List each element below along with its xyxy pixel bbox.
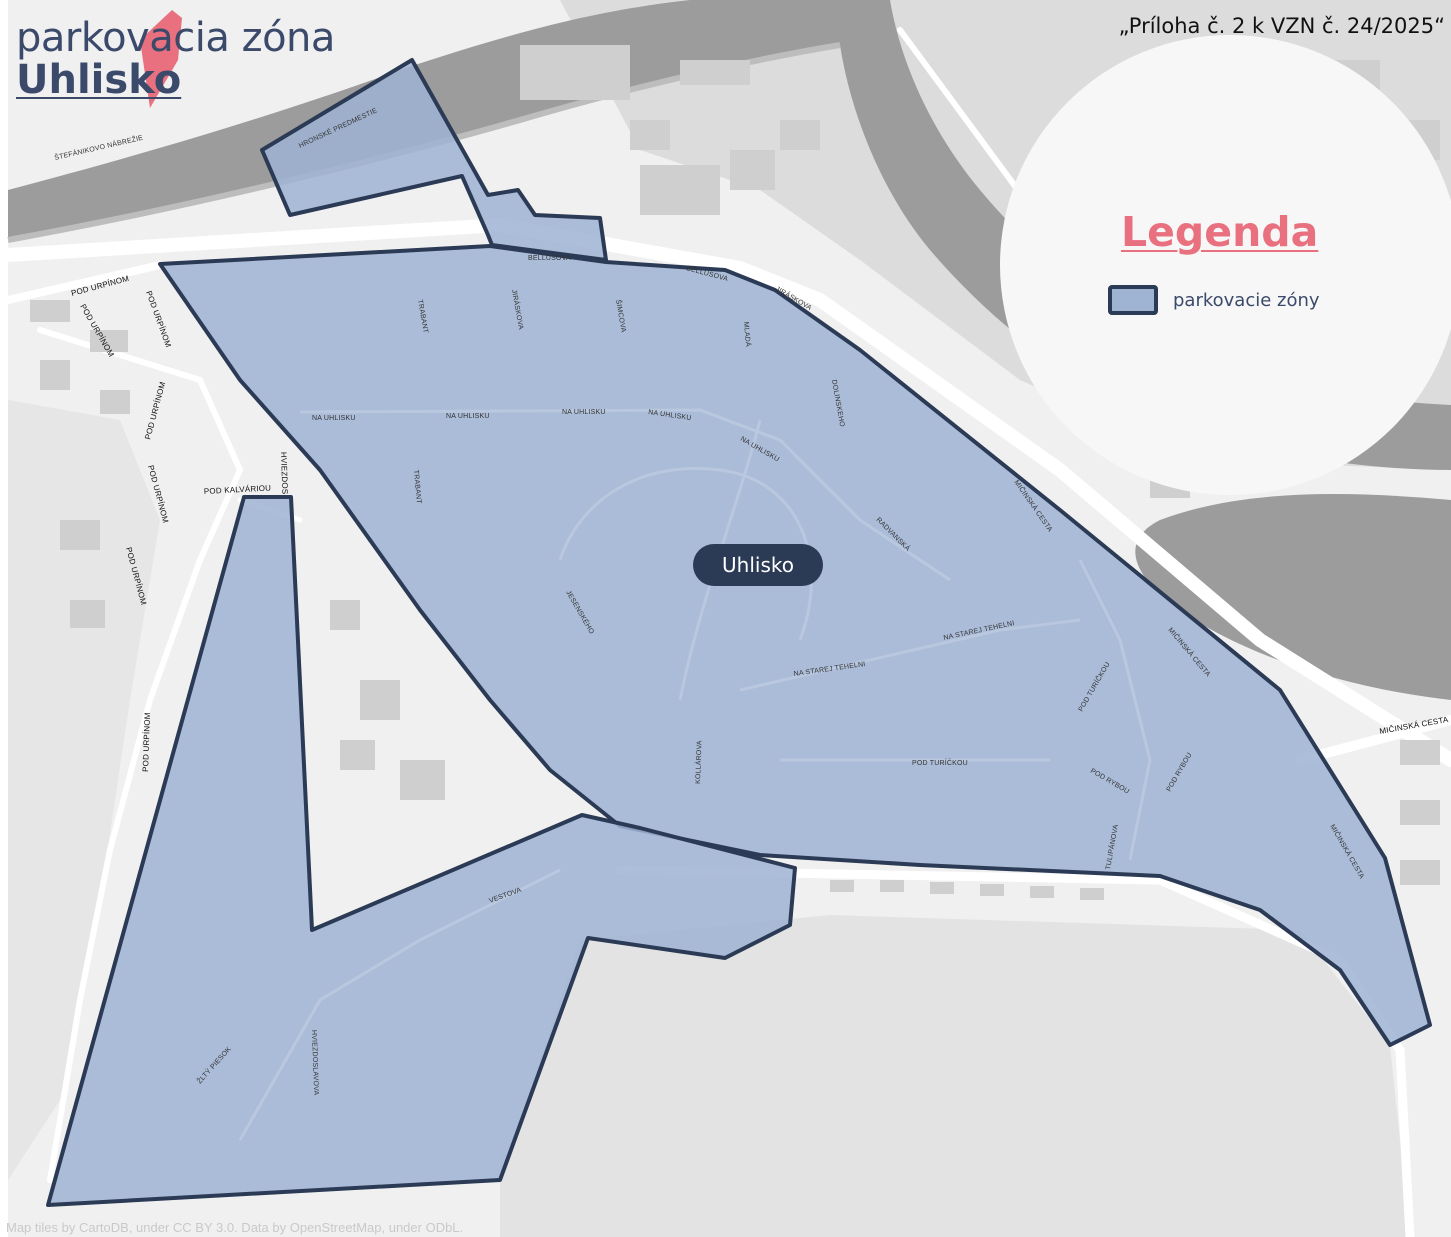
street-label: NA UHLISKU (562, 409, 606, 416)
legend-title: Legenda (1121, 208, 1319, 256)
legend-label: parkovacie zóny (1173, 290, 1320, 311)
zone-main[interactable] (158, 244, 1432, 1047)
street-label: TRABANT (412, 470, 422, 505)
land-lower-field (500, 915, 1410, 1237)
street-label: BELLUSOVA (528, 255, 571, 262)
street-label: KOLLÁROVA (693, 740, 704, 784)
legend-swatch (1108, 285, 1158, 315)
annex-note: „Príloha č. 2 k VZN č. 24/2025“ (1118, 14, 1445, 38)
zone-north-strip[interactable] (260, 58, 608, 262)
pond (1135, 494, 1451, 700)
street-label: POD URPÍNOM (141, 712, 152, 772)
map-frame-left (0, 0, 8, 1237)
map-title: parkovacia zóna Uhlisko (16, 18, 335, 102)
land-left-hill (8, 400, 160, 1180)
title-line-zone: parkovacia zóna (16, 15, 335, 61)
street-label: HVIEZDOS (279, 452, 289, 495)
street-label: POD KALVÁRIOU (204, 483, 272, 496)
zone-south[interactable] (46, 495, 797, 1207)
street-label: NA UHLISKU (312, 415, 356, 422)
street-label: HVIEZDOSLAVOVA (310, 1030, 319, 1096)
map-pin-icon (140, 10, 182, 108)
parking-zones (46, 58, 1432, 1207)
zone-label[interactable]: Uhlisko (693, 544, 823, 586)
street-label: NA UHLISKU (446, 413, 490, 420)
street-label: POD TURÍČKOU (912, 758, 968, 767)
title-line-name: Uhlisko (16, 57, 182, 103)
map-attribution: Map tiles by CartoDB, under CC BY 3.0. D… (6, 1220, 464, 1235)
street-label: MLADÁ (742, 321, 753, 347)
